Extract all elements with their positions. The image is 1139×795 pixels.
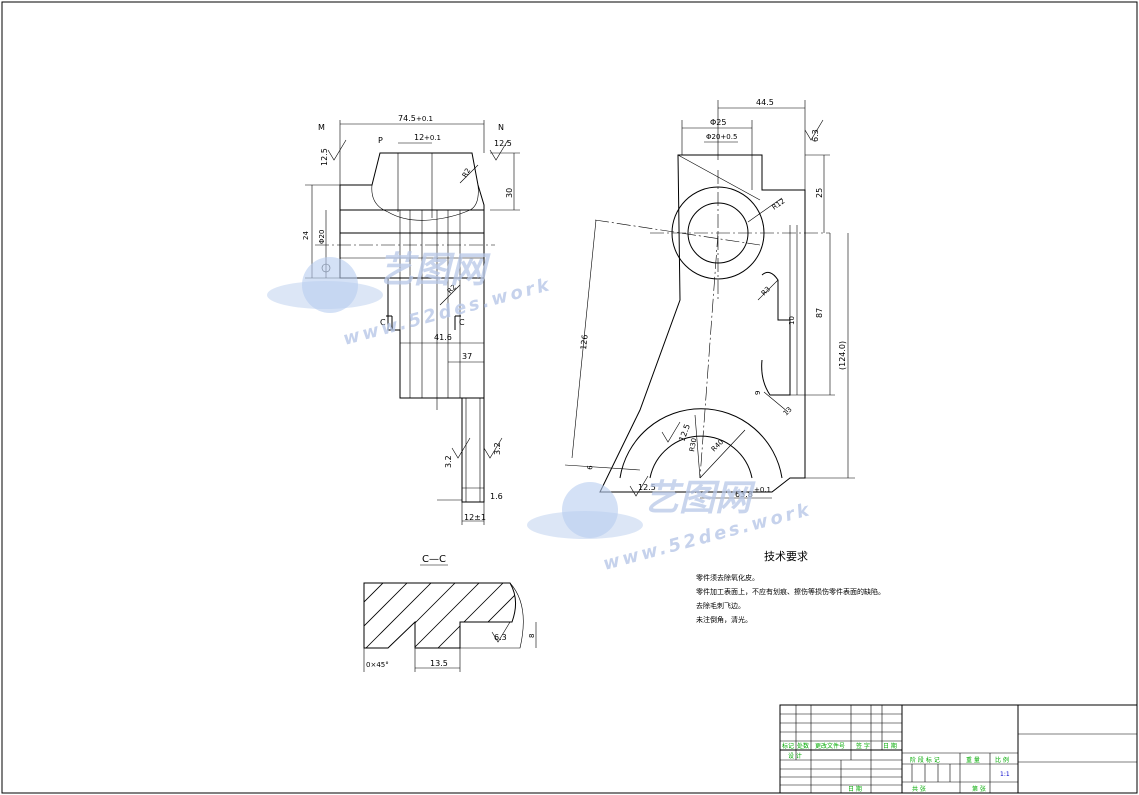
- tb-scale: 1:1: [1000, 771, 1010, 778]
- dim-r30: R30: [688, 437, 698, 452]
- title-block: 标记 处数 更改文件号 签 字 日 期 设 计 阶 段 标 记 重 量 比 例 …: [779, 704, 1138, 794]
- dim-left-24: 24: [302, 231, 310, 240]
- left-view-lower-body: [387, 278, 485, 399]
- tb-design: 设 计: [788, 752, 802, 760]
- tech-note-4: 未注倒角，清光。: [696, 615, 752, 624]
- dim-44-5: 44.5: [756, 98, 774, 107]
- right-view-body: [599, 154, 806, 493]
- dim-13: 13: [782, 405, 794, 417]
- tb-approve-date: 日 期: [848, 785, 862, 793]
- dim-inner-dia: Φ20+0.5: [706, 133, 737, 141]
- watermark-1: 艺图网 www.52des.work: [267, 250, 554, 350]
- roughness-top: 6.3: [811, 129, 820, 142]
- roughness-right: 12.5: [494, 139, 512, 148]
- dim-outer-dia: Φ25: [710, 118, 726, 127]
- tech-note-2: 零件加工表面上，不应有划痕、擦伤等损伤零件表面的缺陷。: [696, 587, 885, 596]
- dim-top-width: 74.5: [398, 114, 416, 123]
- dim-63-8-tol: +0.1: [754, 486, 771, 494]
- dim-10: 10: [788, 316, 796, 325]
- dim-8: 8: [528, 634, 536, 638]
- dim-9: 9: [754, 391, 762, 395]
- roughness-left: 12.5: [320, 148, 329, 166]
- dim-41-6: 41.6: [434, 333, 452, 342]
- tech-title: 技术要求: [764, 550, 808, 563]
- tech-requirements: 技术要求 零件须去除氧化皮。 零件加工表面上，不应有划痕、擦伤等损伤零件表面的缺…: [696, 550, 885, 624]
- tb-stage: 阶 段 标 记: [910, 756, 940, 764]
- tb-mark: 标记: [782, 742, 794, 750]
- dim-slot: 12: [414, 133, 424, 142]
- section-c-left: C: [380, 318, 386, 327]
- dim-r3: R3: [760, 285, 772, 297]
- dim-1-6: 1.6: [490, 492, 503, 501]
- dim-124: (124.0): [838, 341, 847, 370]
- dim-87: 87: [815, 308, 824, 318]
- dim-25: 25: [815, 188, 824, 198]
- section-roughness: 6.3: [494, 633, 507, 642]
- right-view: 44.5 Φ25 Φ20+0.5 6.3 25 R12 126 R3 10 87…: [564, 98, 855, 499]
- left-view-upper-body: [339, 152, 485, 234]
- label-m: M: [318, 123, 325, 132]
- dim-top-width-tol: +0.1: [416, 115, 433, 123]
- section-title: C—C: [422, 554, 446, 565]
- dim-12-1: 12±1: [464, 513, 486, 522]
- tech-note-3: 去除毛刺飞边。: [696, 601, 745, 610]
- left-view-bore-band: [339, 209, 485, 279]
- roughness-low-right: 3.2: [493, 442, 502, 455]
- roughness-bottom: 12.5: [638, 483, 656, 492]
- tb-weight: 重 量: [966, 756, 980, 764]
- tb-sheets-total: 共 张: [912, 785, 926, 793]
- dim-r12: R12: [771, 197, 787, 211]
- section-view: C—C 0×45° 13.5 6.3 8: [363, 554, 537, 672]
- dim-right-30: 30: [505, 188, 514, 198]
- tb-date: 日 期: [883, 742, 897, 750]
- left-view-fillet: [371, 184, 479, 221]
- label-p: P: [378, 136, 383, 145]
- dim-slot-tol: +0.1: [424, 134, 441, 142]
- dim-r2: R2: [461, 167, 473, 179]
- roughness-low-left: 3.2: [444, 455, 453, 468]
- dim-chamfer: 0×45°: [366, 661, 389, 669]
- dim-126: 126: [579, 334, 590, 350]
- dim-13-5: 13.5: [430, 659, 448, 668]
- right-view-lower-arc-outer: [619, 408, 783, 479]
- section-c-right: C: [459, 318, 465, 327]
- left-view: M N P 74.5 +0.1 12 +0.1 12.5 12.5 30 R2 …: [302, 114, 520, 643]
- right-view-lower-arc-inner: [649, 435, 753, 479]
- tb-count: 处数: [797, 742, 809, 750]
- tb-ratio: 比 例: [995, 756, 1009, 764]
- tb-sign: 签 字: [856, 742, 870, 750]
- tech-note-1: 零件须去除氧化皮。: [696, 573, 759, 582]
- section-outline: [363, 582, 516, 649]
- watermark-cn-2: 艺图网: [643, 478, 756, 519]
- label-n: N: [498, 123, 504, 132]
- tb-change-doc: 更改文件号: [815, 742, 845, 750]
- watermark-cn-1: 艺图网: [378, 250, 491, 291]
- left-view-bottom-tab: [461, 397, 485, 503]
- dim-37: 37: [462, 352, 472, 361]
- dim-6: 6: [586, 464, 594, 470]
- dim-63-8: 63.8: [735, 490, 753, 499]
- dim-left-bore: Φ20: [318, 230, 326, 244]
- tb-sheet-no: 第 张: [972, 785, 986, 793]
